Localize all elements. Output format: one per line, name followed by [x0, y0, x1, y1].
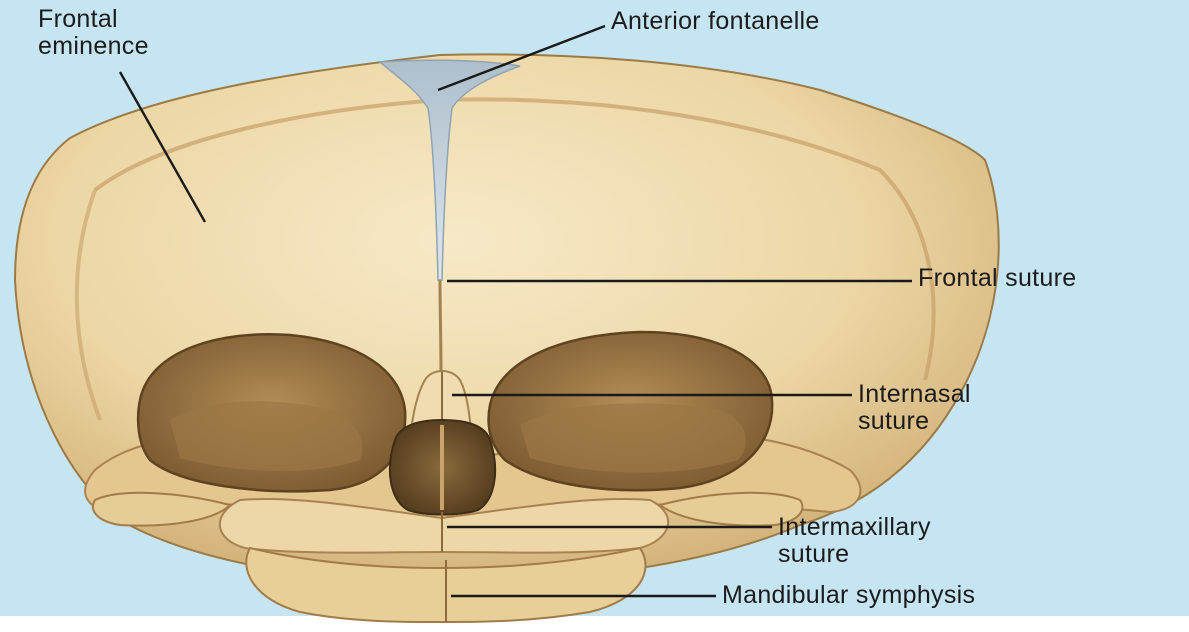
frontal-suture: [440, 280, 441, 375]
label-intermaxillary-suture-line2: suture: [778, 541, 931, 568]
label-internasal-suture: Internasal suture: [858, 381, 971, 435]
label-frontal-eminence: Frontal eminence: [38, 6, 149, 60]
label-intermaxillary-suture: Intermaxillary suture: [778, 514, 931, 568]
label-frontal-eminence-line1: Frontal: [38, 6, 149, 33]
label-intermaxillary-suture-line1: Intermaxillary: [778, 514, 931, 541]
label-frontal-suture: Frontal suture: [918, 265, 1076, 292]
bottom-margin: [0, 616, 1189, 627]
left-orbit-inner: [170, 401, 362, 471]
label-anterior-fontanelle: Anterior fontanelle: [611, 8, 820, 35]
label-frontal-eminence-line2: eminence: [38, 33, 149, 60]
right-orbit-inner: [520, 403, 746, 472]
label-internasal-suture-line2: suture: [858, 408, 971, 435]
label-internasal-suture-line1: Internasal: [858, 381, 971, 408]
label-mandibular-symphysis: Mandibular symphysis: [722, 582, 975, 609]
